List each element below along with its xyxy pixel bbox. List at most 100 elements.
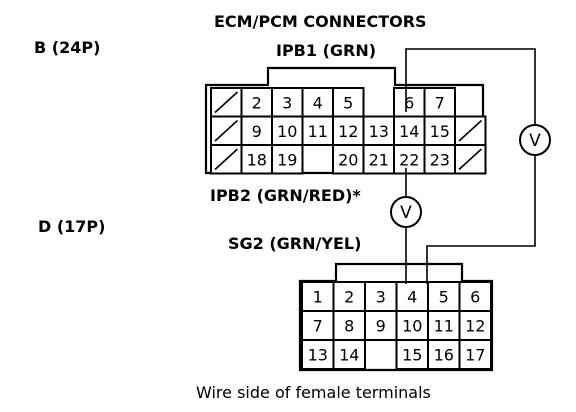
terminal-number: 6 [404, 93, 414, 112]
blank-terminal-slash [214, 148, 239, 171]
wire-ipb1-to-meter [405, 48, 536, 124]
voltmeter-center: V [390, 196, 422, 228]
voltmeter-right: V [519, 124, 551, 156]
terminal-number: 23 [430, 150, 450, 169]
wire-meter-to-d-terminal-5 [426, 156, 536, 284]
terminal-number: 4 [407, 288, 417, 307]
voltmeter-icon [519, 124, 551, 156]
terminal-cavity: 9 [364, 310, 398, 341]
terminal-cavity: 11 [301, 115, 334, 146]
blank-terminal-slash [214, 91, 239, 114]
terminal-number: 18 [247, 150, 267, 169]
terminal-cell [240, 144, 273, 175]
terminal-cavity: 21 [362, 144, 395, 175]
terminal-number: 19 [277, 150, 297, 169]
terminal-number: 21 [369, 150, 389, 169]
terminal-number: 7 [435, 93, 445, 112]
terminal-number: 3 [282, 93, 292, 112]
terminal-cavity: 13 [362, 115, 395, 146]
terminal-cavity: 1 [301, 281, 335, 312]
terminal-cavity: 19 [271, 144, 304, 175]
terminal-number: 1 [313, 288, 323, 307]
terminal-cavity: 14 [332, 339, 366, 370]
terminal-cavity-blank [210, 87, 243, 118]
terminal-cell [240, 115, 273, 146]
terminal-number: 13 [308, 346, 328, 365]
ipb2-wire-label: IPB2 (GRN/RED)* [210, 186, 361, 205]
terminal-cell [332, 339, 366, 370]
terminal-cell [332, 87, 365, 118]
terminal-number: 17 [465, 346, 485, 365]
terminal-number: 15 [430, 122, 450, 141]
terminal-number: 3 [376, 288, 386, 307]
terminal-cell [393, 144, 426, 175]
terminal-number: 16 [434, 346, 454, 365]
terminal-cavity: 5 [332, 87, 365, 118]
terminal-number: 22 [399, 150, 419, 169]
terminal-cavity: 11 [427, 310, 461, 341]
caption: Wire side of female terminals [196, 383, 431, 402]
terminal-cell [332, 144, 365, 175]
terminal-number: 15 [402, 346, 422, 365]
terminal-cavity: 4 [395, 281, 429, 312]
terminal-number: 9 [376, 317, 386, 336]
terminal-cell [301, 281, 335, 312]
terminal-number: 20 [338, 150, 358, 169]
connector-b-label: B (24P) [34, 38, 100, 57]
terminal-number: 2 [344, 288, 354, 307]
terminal-number: 14 [339, 346, 359, 365]
terminal-number: 7 [313, 317, 323, 336]
sg2-wire-label: SG2 (GRN/YEL) [228, 234, 361, 253]
terminal-cavity: 8 [332, 310, 366, 341]
terminal-cavity: 7 [423, 87, 456, 118]
terminal-cavity-blank [210, 115, 243, 146]
terminal-cavity: 15 [395, 339, 429, 370]
voltmeter-symbol: V [529, 131, 541, 151]
terminal-number: 4 [313, 93, 323, 112]
terminal-cavity-blank [454, 115, 487, 146]
terminal-cavity: 12 [332, 115, 365, 146]
terminal-number: 13 [369, 122, 389, 141]
terminal-cell [301, 115, 334, 146]
terminal-cavity: 23 [423, 144, 456, 175]
terminal-number: 6 [470, 288, 480, 307]
terminal-cavity: 7 [301, 310, 335, 341]
blank-terminal-slash [458, 119, 483, 142]
terminal-number: 11 [308, 122, 328, 141]
terminal-cavity-blank [454, 144, 487, 175]
terminal-cell [393, 87, 426, 118]
terminal-cell [458, 339, 492, 370]
terminal-cavity: 5 [427, 281, 461, 312]
terminal-cavity: 10 [395, 310, 429, 341]
terminal-cell [301, 87, 334, 118]
terminal-number: 9 [252, 122, 262, 141]
terminal-cavity: 22 [393, 144, 426, 175]
diagram-title: ECM/PCM CONNECTORS [214, 12, 427, 31]
terminal-cavity: 15 [423, 115, 456, 146]
terminal-number: 10 [277, 122, 297, 141]
terminal-number: 12 [465, 317, 485, 336]
terminal-cell [271, 144, 304, 175]
terminal-cavity: 16 [427, 339, 461, 370]
terminal-number: 5 [439, 288, 449, 307]
connector-d-label: D (17P) [38, 217, 105, 236]
terminal-cavity: 14 [393, 115, 426, 146]
ipb1-wire-label: IPB1 (GRN) [276, 41, 376, 60]
terminal-cavity: 6 [458, 281, 492, 312]
terminal-cavity: 17 [458, 339, 492, 370]
terminal-cavity: 6 [393, 87, 426, 118]
terminal-cavity: 10 [271, 115, 304, 146]
probe-wires [405, 48, 536, 284]
voltmeter-symbol: V [400, 203, 412, 223]
terminal-cavity: 3 [364, 281, 398, 312]
terminal-cavity-blank [210, 144, 243, 175]
terminal-cell [271, 87, 304, 118]
terminal-cell [332, 115, 365, 146]
terminal-number: 10 [402, 317, 422, 336]
blank-terminal-slash [214, 119, 239, 142]
blank-terminal-slash [458, 148, 483, 171]
